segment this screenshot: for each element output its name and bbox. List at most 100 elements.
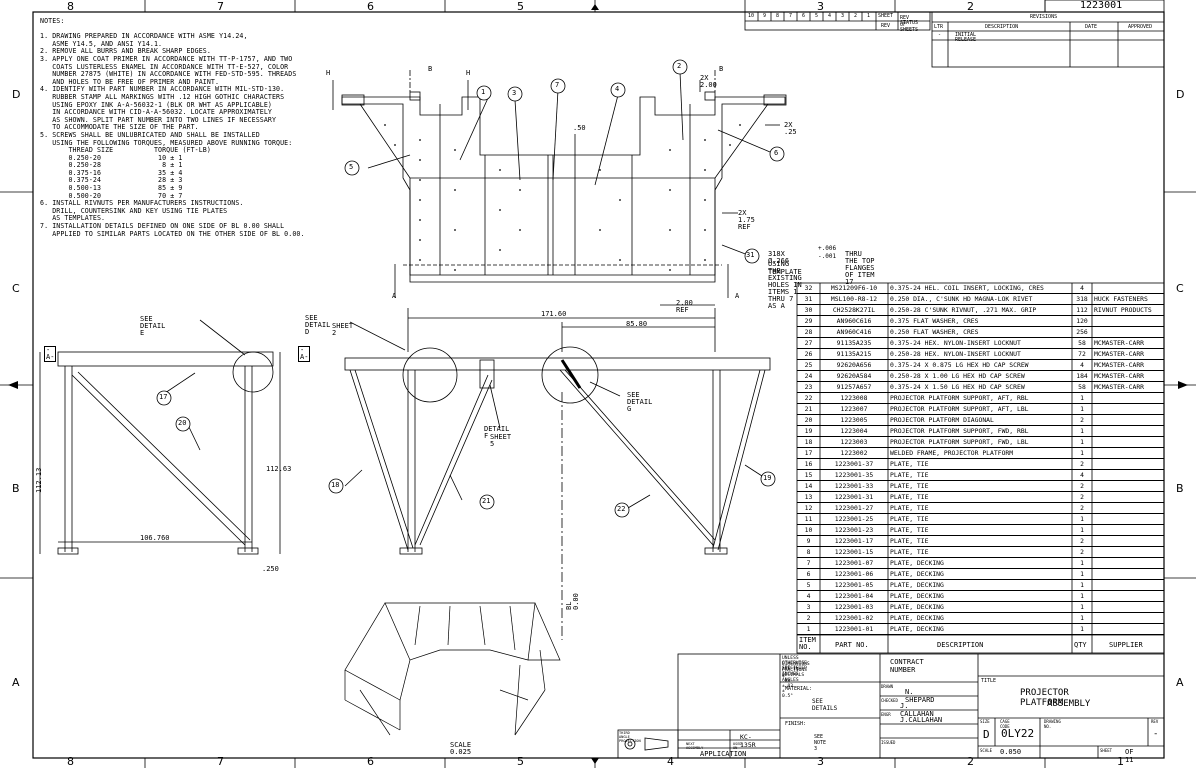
bom-cell-part: 1223001-31 bbox=[834, 493, 874, 501]
bom-cell-qty: 1 bbox=[1080, 614, 1084, 622]
note-line: AS TEMPLATES. bbox=[40, 214, 106, 223]
dim-106-760: 106.760 bbox=[140, 534, 170, 542]
section-a-right: A bbox=[735, 292, 740, 300]
third-angle-label: THIRD ANGLE PROJECTION bbox=[619, 731, 641, 743]
material-label: MATERIAL: bbox=[785, 686, 813, 692]
rev-sheet-9: 9 bbox=[763, 13, 767, 19]
bom-cell-item: 15 bbox=[804, 471, 813, 479]
bom-cell-qty: 1 bbox=[1080, 427, 1084, 435]
bom-cell-qty: 1 bbox=[1080, 515, 1084, 523]
bom-cell-desc: 0.250-28 HEX. NYLON-INSERT LOCKNUT bbox=[890, 350, 1021, 358]
bom-header-desc: DESCRIPTION bbox=[937, 641, 984, 649]
bom-cell-qty: 2 bbox=[1080, 504, 1084, 512]
bom-cell-part: 1223001-02 bbox=[834, 614, 874, 622]
bom-cell-qty: 4 bbox=[1080, 361, 1084, 369]
bom-cell-qty: 1 bbox=[1080, 592, 1084, 600]
bom-cell-desc: 0.375 FLAT WASHER, CRES bbox=[890, 317, 979, 325]
bom-cell-part: 1223001-37 bbox=[834, 460, 874, 468]
note-line: APPLIED TO SIMILAR PARTS LOCATED ON THE … bbox=[40, 229, 305, 238]
bom-cell-qty: 1 bbox=[1080, 581, 1084, 589]
bom-cell-item: 3 bbox=[806, 603, 811, 611]
engr-name: J.CALLAHAN bbox=[900, 716, 943, 724]
detail-f-sheet: SHEET 5 bbox=[490, 433, 512, 448]
rev-row-desc: INITIAL RELEASE bbox=[955, 32, 977, 43]
tolerance-line-4: ± .XX ±.03 ± 0.5° bbox=[782, 674, 794, 699]
zone-label-left-d: D bbox=[12, 88, 21, 101]
cage-label: CAGE CODE bbox=[1000, 719, 1010, 729]
bom-header-item: ITEM NO. bbox=[799, 636, 816, 651]
bom-cell-part: 1223001-04 bbox=[834, 592, 874, 600]
rev-value: - bbox=[1153, 729, 1159, 739]
bom-cell-item: 30 bbox=[804, 306, 813, 314]
bom-cell-desc: PLATE, DECKING bbox=[890, 625, 944, 633]
bom-cell-part: 1223001-35 bbox=[834, 471, 874, 479]
bom-cell-item: 24 bbox=[804, 372, 813, 380]
bom-cell-desc: PLATE, TIE bbox=[890, 504, 929, 512]
bom-cell-qty: 1 bbox=[1080, 394, 1084, 402]
bom-cell-desc: PROJECTOR PLATFORM SUPPORT, FWD, RBL bbox=[890, 427, 1029, 435]
front-view-balloons bbox=[328, 471, 776, 518]
bom-cell-desc: PLATE, DECKING bbox=[890, 603, 944, 611]
bom-cell-item: 23 bbox=[804, 383, 813, 391]
rev-sheet-10: 10 bbox=[748, 13, 755, 19]
next-assy-value: KC-135R bbox=[740, 733, 756, 749]
bom-cell-qty: 4 bbox=[1080, 471, 1084, 479]
bom-cell-item: 9 bbox=[806, 537, 811, 545]
issued-label: ISSUED bbox=[881, 740, 896, 745]
bom-cell-supplier: MCMASTER-CARR bbox=[1094, 339, 1145, 347]
note-line: 0.500-20 70 ± 7 bbox=[40, 191, 183, 200]
bom-cell-supplier: RIVNUT PRODUCTS bbox=[1094, 306, 1152, 314]
bom-cell-part: 92620A584 bbox=[836, 372, 872, 380]
bom-header: ITEM NO. PART NO. DESCRIPTION QTY SUPPLI… bbox=[797, 636, 1164, 653]
bom-cell-item: 32 bbox=[804, 284, 813, 292]
dim-250: .250 bbox=[262, 565, 279, 573]
bom-cell-desc: 0.250-28 X 1.00 LG HEX HD CAP SCREW bbox=[890, 372, 1025, 380]
bom-cell-qty: 1 bbox=[1080, 526, 1084, 534]
revisions-title: REVISIONS bbox=[1030, 14, 1058, 20]
bom-cell-supplier: MCMASTER-CARR bbox=[1094, 383, 1145, 391]
bom-cell-desc: 0.375-24 HEL. COIL INSERT, LOCKING, CRES bbox=[890, 284, 1044, 292]
note-line: COATS LUSTERLESS ENAMEL IN ACCORDANCE WI… bbox=[40, 62, 289, 71]
hole-note-1: 318X Ø.266 bbox=[768, 250, 790, 265]
rev-col-date: DATE bbox=[1085, 24, 1098, 30]
bom-cell-part: 1223001-17 bbox=[834, 537, 874, 545]
bom-cell-part: 1223001-06 bbox=[834, 570, 874, 578]
bom-cell-qty: 58 bbox=[1078, 339, 1086, 347]
sheet-label: SHEET bbox=[1100, 748, 1113, 753]
bom-cell-item: 5 bbox=[806, 581, 811, 589]
bom-cell-qty: 58 bbox=[1078, 383, 1086, 391]
note-line: AND HOLES TO BE FREE OF PRIMER AND PAINT… bbox=[40, 77, 220, 86]
zone-label-top-7: 7 bbox=[217, 0, 224, 13]
rev-label: REV bbox=[1151, 719, 1159, 724]
note-line: IN ACCORDANCE WITH CID-A-A-56032. LOCATE… bbox=[40, 108, 272, 117]
bom-cell-item: 6 bbox=[806, 570, 811, 578]
rev-sheet-6: 6 bbox=[802, 13, 806, 19]
bom-cell-part: AN960C616 bbox=[836, 317, 872, 325]
section-h-left: H bbox=[326, 69, 331, 77]
bom-cell-part: 1223001-33 bbox=[834, 482, 874, 490]
bom-cell-part: CH2528K27IL bbox=[832, 306, 876, 314]
balloon-31: 31 bbox=[746, 251, 755, 259]
engr-label: ENGR bbox=[881, 712, 891, 717]
tolerance-line-1: UNLESS OTHERWISE SPECIFIED bbox=[782, 656, 807, 671]
bom-cell-supplier: MCMASTER-CARR bbox=[1094, 350, 1145, 358]
bom-cell-qty: 2 bbox=[1080, 537, 1084, 545]
bom-cell-item: 18 bbox=[804, 438, 813, 446]
bom-cell-desc: 0.250-28 C'SUNK RIVNUT, .271 MAX. GRIP bbox=[890, 306, 1037, 314]
balloon-2: 2 bbox=[677, 62, 682, 70]
bom-cell-desc: 0.375-24 HEX. NYLON-INSERT LOCKNUT bbox=[890, 339, 1021, 347]
rev-sheet-label: SHEET bbox=[878, 13, 894, 19]
